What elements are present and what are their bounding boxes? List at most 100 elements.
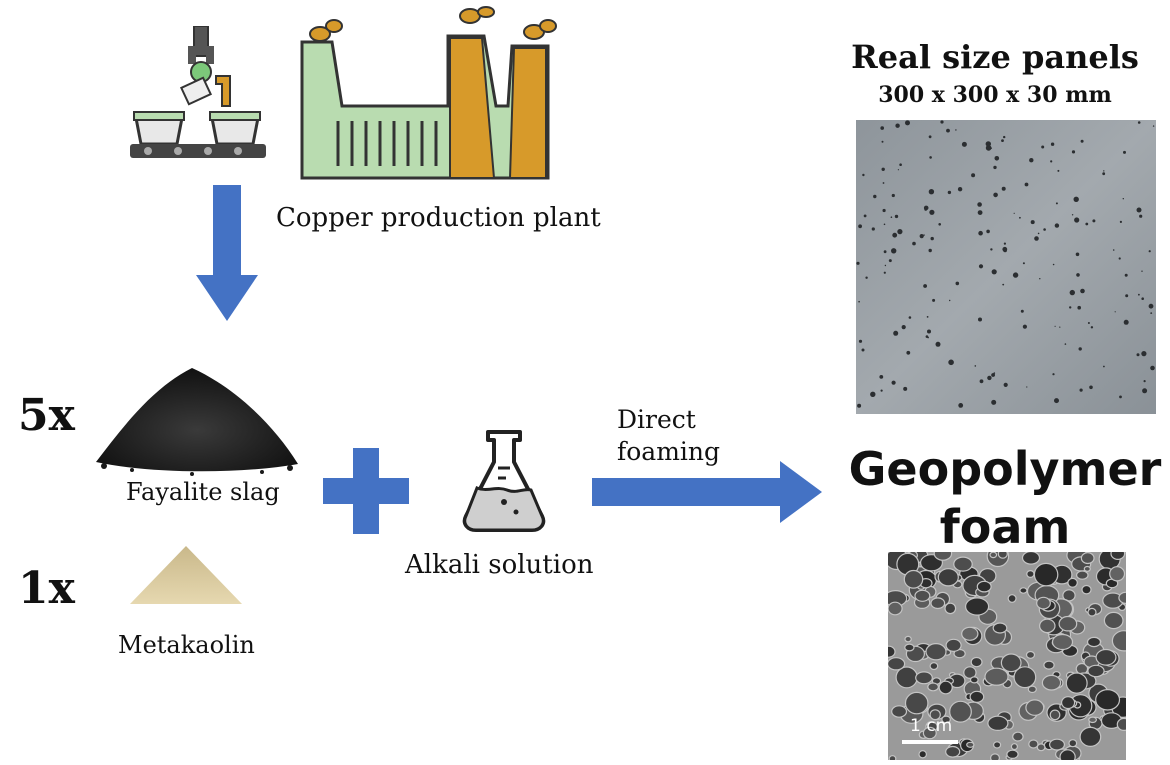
foam-cell (1006, 749, 1019, 759)
panel-pore (1150, 312, 1153, 314)
panel-pore (993, 192, 998, 198)
panel-pore (873, 194, 877, 199)
panel-pore (858, 339, 863, 343)
foam-photo (888, 552, 1126, 760)
panel-pore (1124, 273, 1128, 277)
panel-pore (1022, 262, 1025, 265)
foam-cell (1033, 562, 1059, 587)
foam-cell (963, 666, 977, 679)
panel-pore (978, 317, 982, 322)
panel-pore (1074, 217, 1080, 223)
foam-cell (1019, 587, 1028, 594)
foam-cell (1036, 743, 1046, 752)
foam-cell (1068, 739, 1078, 748)
panel-pore (1123, 150, 1126, 154)
panel-pore (1148, 250, 1151, 253)
panel-pore (1055, 202, 1058, 205)
panel-pore (994, 156, 1000, 161)
panel-pore (1087, 322, 1090, 324)
solution-label: Alkali solution (405, 550, 594, 580)
foam-cell (941, 715, 951, 724)
panel-pore (1013, 212, 1015, 214)
product-title-line2: foam (939, 500, 1071, 554)
panel-pore (883, 223, 886, 226)
panel-pore (1001, 186, 1006, 191)
panel-pore (1148, 303, 1154, 309)
foam-cell (1059, 749, 1076, 760)
panel-pore (1034, 236, 1039, 241)
metakaolin-pile-icon (130, 546, 242, 604)
foam-cell (992, 741, 1002, 749)
foam-cell (891, 705, 908, 718)
panel-pore (879, 375, 884, 379)
panel-pore (881, 167, 885, 171)
foam-cell (1087, 664, 1105, 678)
foam-cell (1039, 618, 1056, 634)
panel-pore (987, 375, 992, 381)
foam-cell (918, 750, 928, 759)
panel-pore (1003, 382, 1008, 387)
panel-pore (890, 216, 893, 218)
panel-pore (856, 261, 860, 265)
foam-cell (997, 552, 1008, 559)
panel-pore (1019, 216, 1021, 219)
panel-pore (978, 264, 984, 269)
panel-pore (1125, 294, 1129, 298)
foam-cell (969, 676, 979, 684)
foam-cell (1083, 565, 1091, 572)
panel-pore (1137, 121, 1141, 124)
panel-pore (1114, 311, 1116, 313)
panel-pore (949, 299, 951, 302)
panel-pore (1001, 139, 1004, 142)
panel-pore (1050, 142, 1055, 146)
foam-cell (961, 626, 979, 641)
panel-pore (940, 120, 944, 124)
panel-pore (993, 372, 996, 374)
robot-arm-conveyor-icon (130, 26, 266, 158)
panel-pore (899, 163, 902, 166)
panel-pore (948, 359, 954, 366)
foam-cell (1110, 552, 1126, 560)
panel-pore (1029, 158, 1034, 163)
plus-icon (323, 448, 409, 534)
foam-cell (888, 657, 906, 671)
panel-pore (1037, 232, 1040, 235)
foam-cell (1043, 660, 1055, 670)
panel-pore (1075, 252, 1080, 257)
foam-cell (903, 569, 924, 589)
foam-cell (1111, 630, 1126, 652)
foam-cell (1012, 731, 1024, 742)
panel-pore (1139, 214, 1143, 218)
flask-icon (462, 430, 546, 532)
panel-pore (1073, 196, 1079, 202)
foam-cell (969, 690, 985, 703)
foam-cell (888, 645, 896, 658)
panel-pore (883, 271, 886, 274)
foam-cell (989, 552, 998, 559)
panel-pore (882, 182, 885, 184)
foam-cell (964, 597, 990, 616)
panel-pore (986, 229, 990, 234)
foam-cell (922, 726, 937, 740)
panel-pore (891, 193, 895, 198)
panel-pore (1022, 324, 1027, 329)
foam-cell (1061, 696, 1076, 710)
foam-cell (929, 662, 939, 671)
foam-cell (945, 638, 962, 652)
panel-pore (908, 316, 912, 319)
foam-cell (945, 745, 961, 758)
metakaolin-label: Metakaolin (118, 631, 255, 659)
foam-cell (1051, 633, 1074, 651)
foam-cell (1116, 717, 1126, 731)
foam-cell (895, 666, 918, 689)
panel-pore (1092, 219, 1096, 223)
panel-pore (929, 156, 932, 159)
process-label: Direct foaming (617, 404, 720, 468)
panel-pore (1141, 351, 1147, 357)
panel-pore (1030, 220, 1035, 225)
panel-pore (895, 123, 900, 128)
panel-pore (1152, 125, 1155, 127)
panel-pore (865, 276, 868, 279)
panel-pore (1136, 207, 1142, 213)
product-title: Geopolymer foam (840, 440, 1170, 556)
